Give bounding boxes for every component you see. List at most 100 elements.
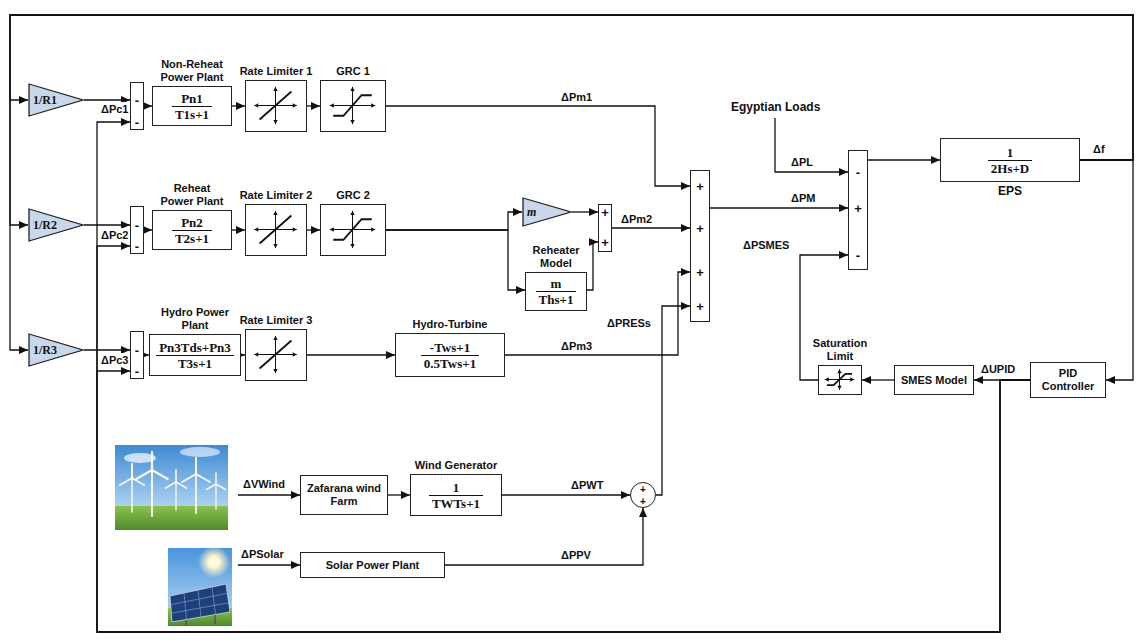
- signal-line: [572, 211, 598, 212]
- content-area: Pn2T2s+1: [153, 211, 231, 249]
- gain-value: m: [527, 205, 536, 219]
- turbine-blades: [166, 470, 176, 488]
- arrow-tip: [837, 386, 841, 390]
- block-text: PID Controller: [1037, 367, 1099, 393]
- arrow-tip: [273, 87, 277, 91]
- gain-triangle: 1/R1: [28, 83, 84, 117]
- content-area: Pn3Tds+Pn3T3s+1: [150, 335, 240, 375]
- summing-junction: --: [130, 206, 144, 254]
- saturation-curve: [333, 219, 372, 239]
- signal-label: ΔPWT: [570, 478, 604, 492]
- arrow-tip: [825, 377, 829, 381]
- signal-label: ΔPc1: [100, 102, 129, 116]
- denominator: T2s+1: [172, 230, 212, 246]
- triangle-shape: [29, 334, 83, 366]
- sign-symbol: -: [131, 344, 143, 358]
- block-text: SMES Model: [901, 374, 967, 387]
- signal-label: ΔPSMES: [742, 238, 790, 252]
- signal-line: [656, 306, 690, 495]
- limiter-block: GRC 2: [320, 204, 386, 256]
- arrow-tip: [371, 103, 375, 107]
- solar-plant-photo: [168, 546, 232, 626]
- fraction: 12Hs+D: [988, 145, 1032, 176]
- sign-symbol: +: [691, 180, 709, 194]
- arrow-tip: [254, 352, 258, 356]
- fraction: 1TWTs+1: [429, 480, 483, 511]
- grid-line: [212, 587, 216, 615]
- signal-line: [307, 105, 320, 106]
- content-area: mThs+1: [526, 273, 586, 310]
- sign-symbol: +: [599, 206, 611, 220]
- signal-line: [386, 212, 522, 230]
- wind-speed-input: [238, 494, 300, 495]
- limiter-block: GRC 1: [320, 80, 386, 132]
- axis-line: [260, 341, 292, 369]
- transfer-function-block: Non-Reheat Power PlantPn1T1s+1: [152, 86, 232, 126]
- arrow-tip: [837, 369, 841, 373]
- signal-line: [307, 354, 395, 355]
- arrow-tip: [350, 87, 354, 91]
- signal-label: Δf: [1092, 142, 1106, 156]
- block-heading: GRC 2: [313, 189, 393, 202]
- signal-line: [710, 207, 848, 208]
- signal-line: [445, 508, 643, 565]
- arrow-tip: [273, 336, 277, 340]
- signal-label: ΔPm1: [560, 90, 593, 104]
- denominator: 2Hs+D: [988, 160, 1032, 176]
- turbine-tower: [215, 484, 216, 509]
- sign-symbol: +: [631, 495, 655, 509]
- signal-label: ΔPc3: [100, 353, 129, 367]
- arrow-tip: [273, 211, 277, 215]
- block-text: Zafarana wind Farm: [307, 482, 381, 508]
- signal-label: ΔPm3: [560, 339, 593, 353]
- block-heading: Rate Limiter 2: [221, 189, 331, 202]
- arrow-tip: [330, 227, 334, 231]
- signal-line: [144, 229, 152, 230]
- sign-symbol: +: [631, 483, 655, 497]
- limiter-symbol: [246, 81, 305, 130]
- solar-panel: [170, 584, 230, 622]
- limiter-symbol: [321, 205, 384, 254]
- sign-symbol: +: [599, 236, 611, 250]
- sign-symbol: -: [849, 249, 867, 263]
- arrow-tip: [293, 227, 297, 231]
- summing-junction: ++: [598, 204, 612, 252]
- denominator: 0.5Tws+1: [421, 355, 479, 371]
- arrow-tip: [350, 211, 354, 215]
- signal-line: [97, 122, 1030, 632]
- process-box: PID Controller: [1030, 362, 1106, 398]
- signal-line: [84, 99, 130, 100]
- numerator: Pn1: [172, 91, 212, 106]
- turbine-tower: [175, 482, 176, 510]
- limiter-block: Rate Limiter 3: [245, 329, 307, 381]
- process-box: SMES Model: [894, 365, 974, 395]
- arrow-tip: [273, 369, 277, 373]
- signal-line: [10, 15, 1133, 225]
- arrow-tip: [350, 244, 354, 248]
- block-caption: EPS: [998, 184, 1022, 198]
- limiter-block: Rate Limiter 2: [245, 204, 307, 256]
- signal-line: [1080, 160, 1133, 380]
- fraction: Pn1T1s+1: [172, 91, 212, 122]
- block-heading: Wind Generator: [396, 459, 516, 472]
- gain-value: 1/R3: [33, 343, 57, 357]
- gain-triangle: 1/R2: [28, 208, 84, 242]
- arrow-tip: [850, 377, 854, 381]
- summing-junction: -+-: [848, 150, 868, 270]
- solar-input: [238, 564, 300, 565]
- turbine-blade: [152, 470, 168, 479]
- arrow-tip: [350, 120, 354, 124]
- triangle-shape: [29, 209, 83, 241]
- fraction: mThs+1: [536, 276, 577, 307]
- arrow-tip: [273, 244, 277, 248]
- denominator: TWTs+1: [429, 495, 483, 511]
- signal-line: [612, 227, 690, 228]
- transfer-function-block: Hydro Power PlantPn3Tds+Pn3T3s+1: [149, 334, 241, 376]
- block-text: Solar Power Plant: [326, 559, 420, 572]
- turbine-blades: [120, 464, 132, 485]
- turbine-blades: [136, 452, 152, 479]
- turbine-blade: [216, 484, 226, 490]
- denominator: T3s+1: [156, 355, 234, 371]
- annotation-label: Egyptian Loads: [730, 100, 821, 114]
- numerator: -Tws+1: [421, 340, 479, 355]
